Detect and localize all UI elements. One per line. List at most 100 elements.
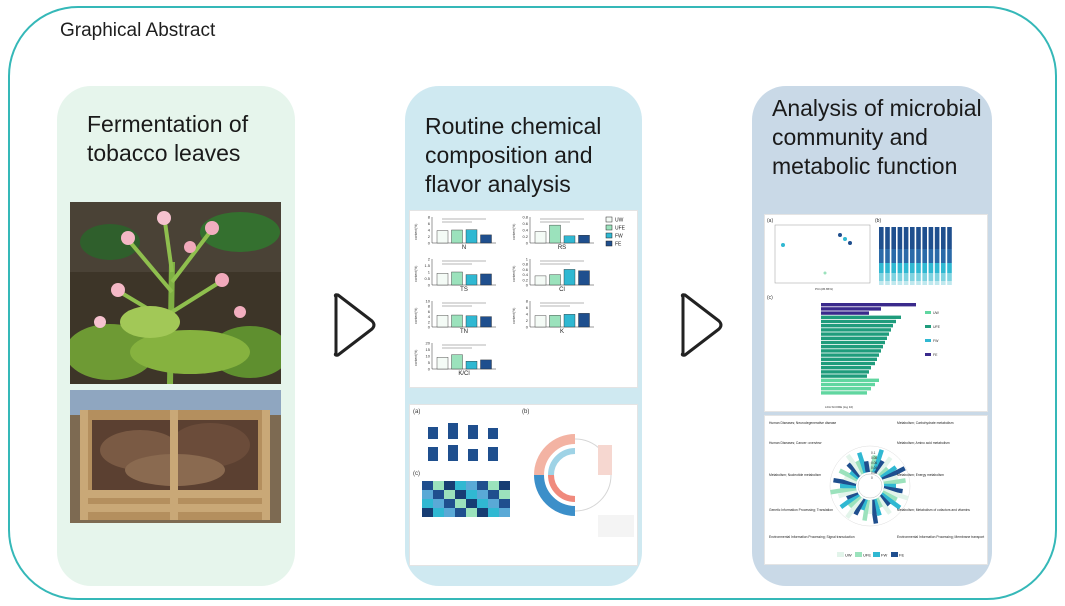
chem-tick-label: 0 (526, 325, 529, 330)
microbe-tag-c: (c) (767, 295, 773, 301)
chem-tick-label: 6 (428, 221, 431, 226)
chem-tick-label: 4 (526, 312, 529, 317)
chem-bar (465, 274, 478, 286)
chem-tick-label: 0 (428, 241, 431, 246)
chem-bar (578, 313, 590, 328)
stacked-bar-segment (879, 249, 884, 263)
stacked-bar-segment (928, 249, 934, 263)
stacked-bar-segment (897, 273, 903, 281)
heatmap-cell (433, 508, 444, 517)
stacked-bar-segment (885, 249, 890, 263)
stacked-bar-segment (897, 227, 903, 249)
heatmap-cell (455, 508, 466, 517)
panel-fermentation: Fermentation of tobacco leaves (57, 86, 295, 586)
lda-legend-label: UW (933, 311, 940, 315)
stacked-bar-segment (941, 281, 946, 285)
radial-category-label: Metabolism; Energy metabolism (897, 473, 944, 477)
stacked-bar-segment (941, 263, 946, 273)
chem-bar (436, 230, 449, 244)
chem-bar (436, 357, 449, 370)
lda-legend-swatch (925, 353, 931, 356)
chem-tick-label: 5 (428, 360, 431, 365)
heatmap-cell (499, 490, 510, 499)
lda-bar (821, 328, 891, 332)
chem-tick-label: 0 (428, 283, 431, 288)
chevron-right-icon (333, 293, 376, 357)
lda-legend-label: UFE (933, 325, 941, 329)
radial-bar (878, 466, 890, 478)
chem-tick-label: 0.8 (522, 262, 528, 267)
chem-tick-label: 6 (428, 309, 431, 314)
heatmap-cell (444, 481, 455, 490)
chem-bar (465, 360, 478, 370)
lda-axis-label: LDA SCORE (log 10) (825, 405, 853, 409)
chem-tick-label: 1 (428, 270, 431, 275)
heatmap-cell (477, 499, 488, 508)
panel-microbial-analysis: Analysis of microbial community and meta… (752, 86, 992, 586)
chem-bar (465, 229, 478, 244)
chem-tick-label: 6 (526, 305, 529, 310)
radial-legend-label: FW (881, 553, 887, 558)
radial-bar (838, 468, 859, 482)
lda-bar (821, 349, 881, 353)
chem-significance-lines (540, 218, 584, 223)
chem-tick-label: 0 (526, 283, 529, 288)
stacked-bar-segment (885, 281, 890, 285)
radial-category-label: Human Diseases; Cancer: overview (769, 441, 822, 445)
lda-bar (821, 382, 875, 387)
flavor-bars (428, 423, 498, 461)
heatmap-cell (499, 508, 510, 517)
stacked-bar-segment (916, 227, 921, 249)
radial-bar (876, 456, 893, 476)
stacked-bar-segment (928, 273, 934, 281)
chem-bar (480, 359, 492, 370)
lda-bar (821, 374, 867, 378)
flavor-analysis-figure: (a) (b) (c) (409, 404, 638, 566)
chem-tick-label: 20 (426, 341, 431, 346)
chem-tick-label: 10 (426, 299, 431, 304)
radial-bar (874, 497, 883, 509)
stacked-bar-segment (947, 281, 952, 285)
chem-subplot-label: N (462, 245, 466, 251)
chem-legend-swatch (605, 216, 613, 223)
lda-bar (821, 353, 879, 357)
chem-significance-lines (540, 260, 584, 265)
lda-bar (821, 324, 893, 328)
flavor-tag-a: (a) (413, 409, 420, 415)
stacked-bar-segment (934, 227, 940, 249)
stacked-bar-segment (910, 281, 915, 285)
abstract-frame (8, 6, 1057, 600)
chem-tick-label: 0.2 (522, 234, 528, 239)
chem-ylabel: content(%) (414, 266, 418, 282)
microbe-tag-a: (a) (767, 218, 773, 224)
radial-tick-label: 0.06 (871, 461, 877, 465)
chem-bar (480, 234, 492, 244)
heatmap-cell (422, 508, 433, 517)
chem-bar (534, 231, 547, 244)
radial-category-label: Environmental Information Processing; Si… (769, 535, 855, 539)
stacked-bar-segment (879, 263, 884, 273)
lda-bar (821, 336, 887, 340)
chem-subplot-label: K/Cl (458, 371, 469, 377)
chem-legend-label: FW (615, 234, 623, 240)
chem-significance-lines (442, 344, 486, 349)
stacked-bar-segment (903, 281, 909, 285)
radial-bar (846, 462, 862, 478)
chem-subplot-label: RS (558, 245, 566, 251)
radial-bar (881, 466, 906, 482)
panel-chemical-analysis: Routine chemical composition and flavor … (405, 86, 642, 586)
lda-bar (821, 319, 896, 324)
chem-tick-label: 0.6 (522, 221, 528, 226)
chem-bar (549, 315, 561, 328)
chem-ylabel: content(%) (512, 308, 516, 324)
stacked-bar-segment (891, 281, 896, 285)
stacked-bar-chart (879, 227, 952, 285)
flavor-tag-b: (b) (522, 409, 529, 415)
chem-bar (549, 224, 561, 244)
radial-bar (833, 477, 857, 487)
